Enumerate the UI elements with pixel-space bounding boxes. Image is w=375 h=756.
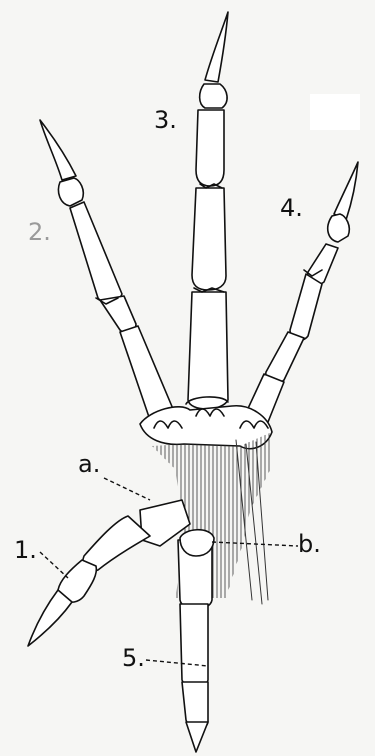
part-a-label: a. <box>78 452 100 476</box>
digit-1-bones <box>28 500 190 646</box>
digit-4-label: 4. <box>280 196 303 220</box>
digit-3-bones <box>188 12 228 409</box>
blank-patch <box>310 94 360 130</box>
digit-1-pointer <box>40 552 68 578</box>
part-a-pointer <box>104 478 150 500</box>
digit-2-label: 2. <box>28 220 51 244</box>
digit-5-bones <box>178 540 212 752</box>
digit-3-label: 3. <box>154 108 177 132</box>
part-b-label: b. <box>298 532 321 556</box>
digit-2-bones <box>40 120 176 426</box>
part-b-bone <box>180 530 214 556</box>
digit-1-label: 1. <box>14 538 37 562</box>
digit-5-label: 5. <box>122 646 145 670</box>
